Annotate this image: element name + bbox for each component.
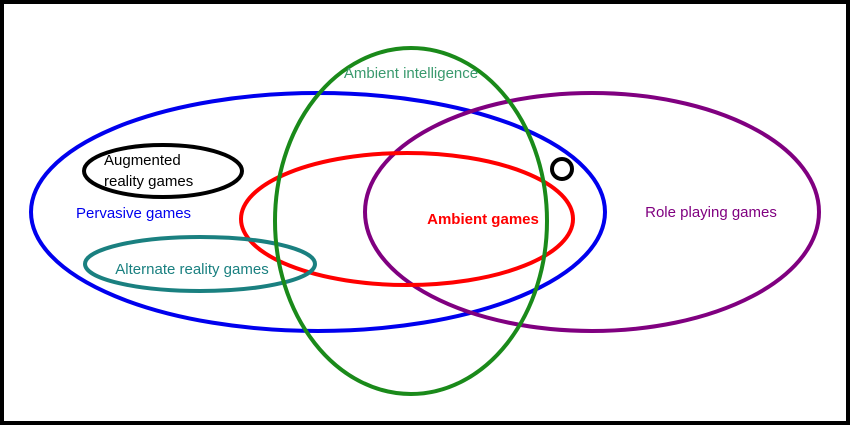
- alternate-reality-games-ellipse: [83, 235, 317, 293]
- small-circle-marker: [550, 157, 574, 181]
- alternate-reality-games-label: Alternate reality games: [115, 261, 268, 278]
- role-playing-games-label: Role playing games: [645, 204, 777, 221]
- ambient-intelligence-ellipse: [273, 46, 549, 396]
- augmented-reality-label-line1: Augmented: [104, 152, 181, 169]
- ambient-intelligence-label: Ambient intelligence: [344, 65, 478, 82]
- pervasive-games-label: Pervasive games: [76, 205, 191, 222]
- role-playing-games-ellipse: [363, 91, 821, 333]
- ambient-games-label: Ambient games: [427, 211, 539, 228]
- augmented-reality-games-ellipse: [82, 143, 244, 199]
- diagram-canvas: [4, 4, 846, 421]
- ambient-games-ellipse: [239, 151, 575, 287]
- augmented-reality-label-line2: reality games: [104, 173, 193, 190]
